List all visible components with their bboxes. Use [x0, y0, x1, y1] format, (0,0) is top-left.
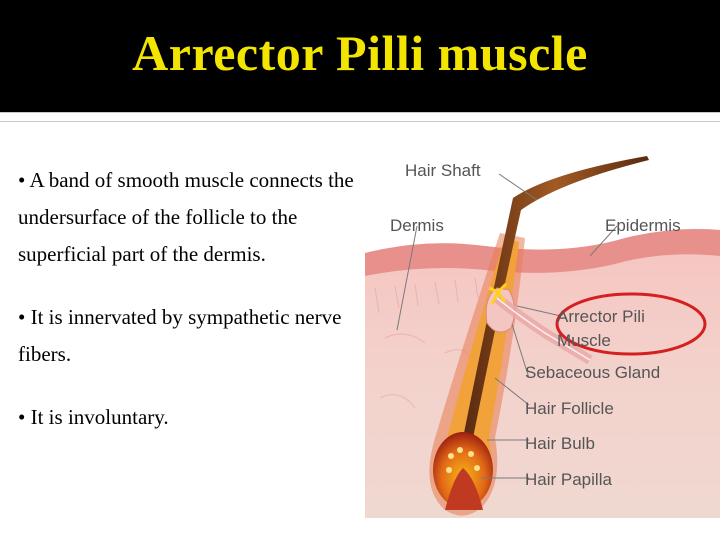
epidermis-layer: [365, 229, 720, 276]
bulb-cells: [446, 447, 480, 473]
bullet-text: It is involuntary.: [30, 405, 169, 429]
leader-lines: [396, 173, 618, 479]
label-sebaceous-gland: Sebaceous Gland: [525, 363, 660, 382]
highlight-circle: [555, 292, 707, 356]
hair-shaft: [463, 156, 649, 438]
label-hair-follicle: Hair Follicle: [525, 399, 614, 418]
label-epidermis: Epidermis: [605, 216, 681, 235]
title-divider: [0, 112, 720, 122]
bullet-item: • A band of smooth muscle connects the u…: [18, 162, 358, 273]
nerve-fiber: [488, 282, 508, 305]
hair-papilla-shape: [445, 468, 483, 510]
label-arrector-pili-line2: Muscle: [557, 331, 611, 350]
label-arrector-pili-line1: Arrector Pili: [557, 307, 645, 326]
title-bar: Arrector Pilli muscle: [0, 0, 720, 112]
hair-follicle-diagram: Hair Shaft Dermis Epidermis Arrector Pil…: [365, 138, 720, 518]
bullet-marker: •: [18, 405, 26, 429]
label-hair-papilla: Hair Papilla: [525, 470, 612, 489]
hair-follicle-illustration: Hair Shaft Dermis Epidermis Arrector Pil…: [365, 156, 720, 518]
bullet-item: • It is involuntary.: [18, 399, 358, 436]
label-hair-shaft: Hair Shaft: [405, 161, 481, 180]
slide-title: Arrector Pilli muscle: [132, 25, 588, 81]
bullet-marker: •: [18, 168, 26, 192]
bullet-list: • A band of smooth muscle connects the u…: [18, 162, 358, 462]
label-dermis: Dermis: [390, 216, 444, 235]
bullet-text: It is innervated by sympathetic nerve fi…: [18, 305, 342, 366]
label-hair-bulb: Hair Bulb: [525, 434, 595, 453]
bullet-text: A band of smooth muscle connects the und…: [18, 168, 354, 266]
bullet-marker: •: [18, 305, 26, 329]
bullet-item: • It is innervated by sympathetic nerve …: [18, 299, 358, 373]
